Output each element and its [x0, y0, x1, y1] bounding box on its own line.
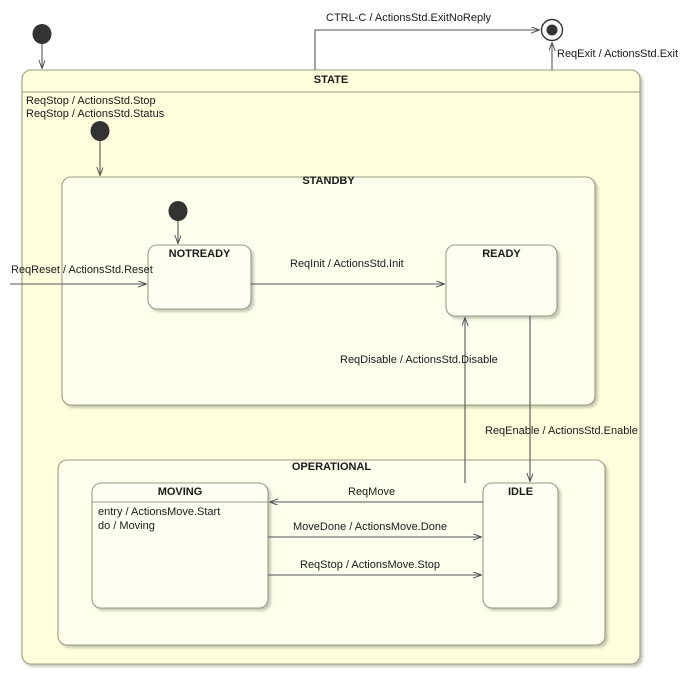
ready-state-shape[interactable]: [445, 244, 558, 317]
notready-state-shape[interactable]: [147, 244, 252, 310]
label-req-stop-status: ReqStop / ActionsStd.Status: [26, 108, 165, 120]
initial-pseudostate-node[interactable]: [32, 24, 52, 44]
state-region-title: STATE: [313, 74, 349, 86]
label-req-enable: ReqEnable / ActionsStd.Enable: [485, 425, 638, 437]
label-req-init: ReqInit / ActionsStd.Init: [290, 258, 404, 270]
label-req-exit: ReqExit / ActionsStd.Exit: [557, 48, 679, 60]
transition-ctrl-c-exit-no-reply: [314, 30, 539, 70]
label-req-move: ReqMove: [348, 486, 396, 498]
operational-region-title: OPERATIONAL: [291, 461, 372, 473]
initial-pseudostate-standby-node[interactable]: [168, 201, 188, 221]
label-ctrl-c-exit-no-reply: CTRL-C / ActionsStd.ExitNoReply: [326, 12, 492, 24]
moving-entry-action: entry / ActionsMove.Start: [98, 506, 221, 518]
idle-state-title: IDLE: [507, 486, 534, 498]
label-req-stop-move: ReqStop / ActionsMove.Stop: [300, 559, 441, 571]
idle-state-shape[interactable]: [482, 482, 559, 609]
initial-pseudostate-state-node[interactable]: [90, 121, 110, 141]
moving-do-action: do / Moving: [98, 520, 155, 532]
ready-state-title: READY: [482, 248, 521, 260]
notready-state-title: NOTREADY: [168, 248, 231, 260]
label-req-reset: ReqReset / ActionsStd.Reset: [11, 264, 153, 276]
label-move-done: MoveDone / ActionsMove.Done: [293, 521, 448, 533]
moving-state-shape[interactable]: [91, 482, 269, 609]
final-state-node[interactable]: [540, 18, 564, 42]
moving-state-title: MOVING: [157, 486, 203, 498]
standby-region-shape[interactable]: [61, 176, 596, 406]
label-req-disable: ReqDisable / ActionsStd.Disable: [340, 354, 498, 366]
label-req-stop-stop: ReqStop / ActionsStd.Stop: [26, 95, 156, 107]
standby-region-title: STANDBY: [302, 175, 355, 187]
